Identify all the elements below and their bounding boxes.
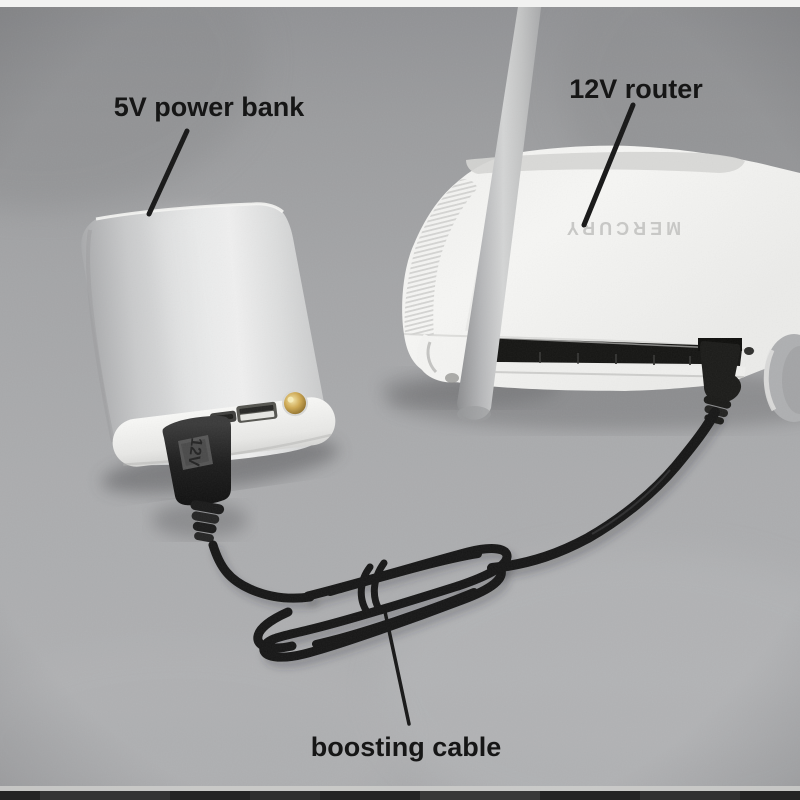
cable-label: boosting cable xyxy=(310,732,502,762)
power-bank-label: 5V power bank xyxy=(113,92,305,122)
router-label: 12V router xyxy=(569,74,703,104)
bottom-film-strip xyxy=(0,786,800,800)
top-white-strip xyxy=(0,0,800,7)
